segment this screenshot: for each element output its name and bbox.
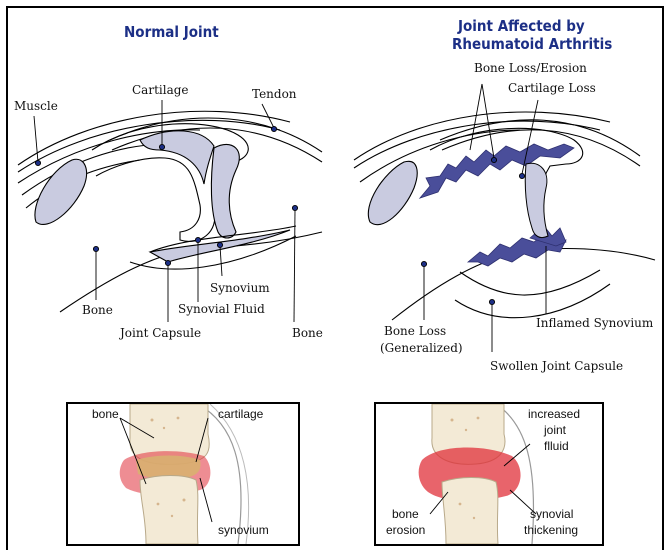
label-bone-left: Bone <box>82 304 113 317</box>
label-tendon: Tendon <box>252 88 297 101</box>
xray-ra-label-bone-erosion-1: bone <box>392 508 419 521</box>
lower-cartilage-shape <box>211 144 239 238</box>
label-bone-right: Bone <box>292 327 323 340</box>
xray-ra-label-fluid: flluid <box>544 440 569 453</box>
ra-muscle-belly-shape <box>368 161 417 224</box>
xray-ra-label-bone-erosion-2: erosion <box>386 524 425 537</box>
xray-normal-label-bone: bone <box>92 408 119 421</box>
label-cartilage: Cartilage <box>132 84 189 97</box>
xray-ra-label-thickening: thickening <box>524 524 578 537</box>
xray-normal-label-cartilage: cartilage <box>218 408 263 421</box>
normal-joint-title: Normal Joint <box>124 24 219 40</box>
xray-ra-label-joint: joint <box>544 424 566 437</box>
label-synovial-fluid: Synovial Fluid <box>178 303 265 316</box>
normal-xray-panel: bone cartilage synovium <box>66 402 300 546</box>
label-muscle: Muscle <box>14 100 58 113</box>
upper-cartilage-shape <box>140 131 214 184</box>
upper-erosion-shape <box>420 144 574 198</box>
ra-leaders <box>421 84 546 352</box>
label-inflamed-synovium: Inflamed Synovium <box>536 317 653 330</box>
muscle-belly-shape <box>35 159 87 224</box>
normal-joint-diagram <box>18 111 322 312</box>
label-synovium: Synovium <box>210 282 270 295</box>
ra-erosion-shapes <box>420 144 574 266</box>
xray-ra-label-synovial: synovial <box>530 508 573 521</box>
ra-joint-diagram <box>354 112 655 320</box>
label-bone-loss-generalized-1: Bone Loss <box>384 325 446 338</box>
label-bone-loss-erosion: Bone Loss/Erosion <box>474 62 587 75</box>
label-cartilage-loss: Cartilage Loss <box>508 82 596 95</box>
label-swollen-joint-capsule: Swollen Joint Capsule <box>490 360 623 373</box>
xray-ra-label-increased: increased <box>528 408 580 421</box>
ra-cartilage-remnant <box>525 163 548 237</box>
ra-joint-title-line2: Rheumatoid Arthritis <box>452 36 612 52</box>
label-joint-capsule: Joint Capsule <box>120 327 201 340</box>
xray-normal-label-synovium: synovium <box>218 524 269 537</box>
ra-xray-panel: increased joint flluid bone erosion syno… <box>374 402 604 546</box>
label-bone-loss-generalized-2: (Generalized) <box>380 342 463 355</box>
ra-joint-title-line1: Joint Affected by <box>458 18 585 34</box>
